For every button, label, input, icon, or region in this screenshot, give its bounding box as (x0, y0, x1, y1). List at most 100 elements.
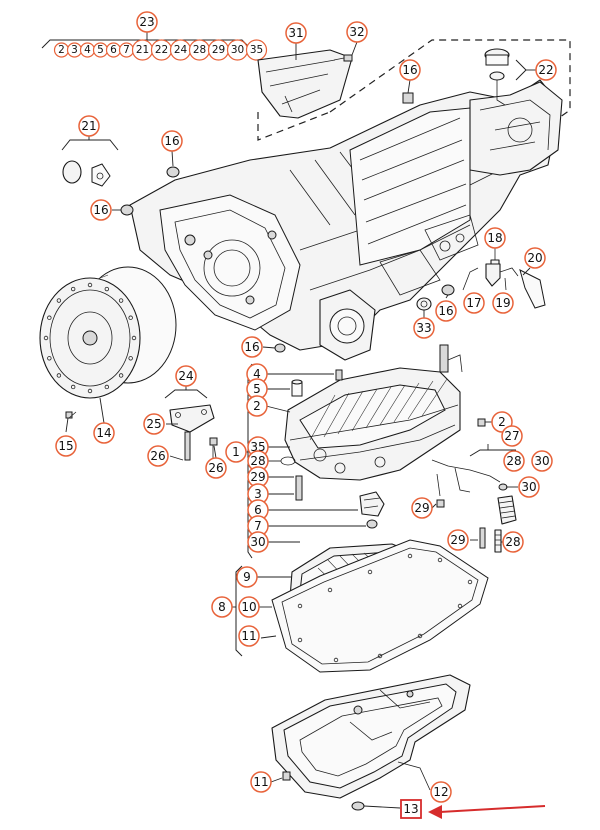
callout-30[interactable]: 30 (518, 476, 540, 498)
callout-16[interactable]: 16 (161, 130, 183, 152)
svg-text:30: 30 (521, 480, 536, 494)
svg-text:30: 30 (250, 535, 265, 549)
callout-1[interactable]: 1 (225, 441, 247, 463)
callout-26[interactable]: 26 (205, 457, 227, 479)
svg-text:5: 5 (253, 382, 261, 396)
flexplate-hole (87, 282, 93, 288)
valve-body-channel (323, 392, 350, 438)
group-23-part-label: 29 (212, 44, 225, 56)
svg-text:4: 4 (253, 367, 261, 381)
svg-text:29: 29 (450, 533, 465, 547)
callout-24[interactable]: 24 (175, 365, 197, 387)
svg-text:16: 16 (244, 340, 259, 354)
svg-text:28: 28 (505, 535, 520, 549)
callout-23[interactable]: 23 (136, 11, 158, 33)
callout-30[interactable]: 30 (247, 531, 269, 553)
svg-text:29: 29 (250, 470, 265, 484)
callout-12[interactable]: 12 (430, 781, 452, 803)
svg-text:2: 2 (498, 415, 506, 429)
callout-16[interactable]: 16 (241, 336, 263, 358)
callout-16[interactable]: 16 (90, 199, 112, 221)
callout-30[interactable]: 30 (531, 450, 553, 472)
callout-9[interactable]: 9 (236, 566, 258, 588)
callout-29[interactable]: 29 (447, 529, 469, 551)
callout-2[interactable]: 2 (246, 395, 268, 417)
svg-text:21: 21 (81, 119, 96, 133)
callout-16[interactable]: 16 (435, 300, 457, 322)
valve-body-channel (421, 378, 448, 417)
flexplate-hole (118, 298, 124, 303)
callout-17[interactable]: 17 (463, 292, 485, 314)
group-23-part-ring (245, 39, 268, 61)
callout-28[interactable]: 28 (247, 450, 269, 472)
callout-28[interactable]: 28 (503, 450, 525, 472)
svg-text:35: 35 (250, 440, 265, 454)
svg-text:14: 14 (96, 426, 111, 440)
svg-text:12: 12 (433, 785, 448, 799)
flexplate-hole (104, 384, 110, 390)
plug-16-top (402, 79, 414, 104)
highlight-arrow (428, 805, 546, 819)
svg-text:24: 24 (178, 369, 193, 383)
callout-27[interactable]: 27 (501, 425, 523, 447)
callout-11[interactable]: 11 (250, 771, 272, 793)
svg-text:17: 17 (466, 296, 481, 310)
svg-text:3: 3 (254, 487, 262, 501)
svg-text:2: 2 (253, 399, 261, 413)
callout-15[interactable]: 15 (55, 435, 77, 457)
bolt-15 (65, 411, 77, 433)
seal-21 (61, 135, 119, 187)
svg-text:8: 8 (218, 600, 226, 614)
callout-4[interactable]: 4 (246, 363, 268, 385)
svg-text:9: 9 (243, 570, 251, 584)
group-23-part-label: 28 (193, 44, 206, 56)
callout-22[interactable]: 22 (535, 59, 557, 81)
oil-pan (260, 635, 471, 811)
svg-text:20: 20 (527, 251, 542, 265)
callout-26[interactable]: 26 (147, 445, 169, 467)
callout-31[interactable]: 31 (285, 22, 307, 44)
sensor-assembly (416, 248, 546, 318)
svg-text:26: 26 (208, 461, 223, 475)
gasket-hole (333, 657, 339, 663)
callout-32[interactable]: 32 (346, 21, 368, 43)
svg-text:25: 25 (146, 417, 161, 431)
group-23-part-label: 7 (123, 44, 130, 56)
flexplate-hole (70, 286, 76, 292)
callout-16[interactable]: 16 (399, 59, 421, 81)
svg-text:18: 18 (487, 231, 502, 245)
callout-20[interactable]: 20 (524, 247, 546, 269)
callout-11[interactable]: 11 (238, 625, 260, 647)
svg-text:16: 16 (164, 134, 179, 148)
callout-8[interactable]: 8 (211, 596, 233, 618)
callout-33[interactable]: 33 (413, 317, 435, 339)
callout-19[interactable]: 19 (492, 292, 514, 314)
gasket-hole (407, 553, 413, 559)
callout-13-highlighted[interactable]: 13 (400, 799, 422, 819)
flexplate-hole (70, 384, 76, 390)
callout-28[interactable]: 28 (502, 531, 524, 553)
svg-text:16: 16 (438, 304, 453, 318)
gasket-hole (297, 637, 303, 643)
group-23-part-label: 21 (136, 44, 149, 56)
group-23-part-label: 5 (97, 44, 104, 56)
callout-14[interactable]: 14 (93, 422, 115, 444)
svg-text:15: 15 (58, 439, 73, 453)
callout-18[interactable]: 18 (484, 227, 506, 249)
svg-text:7: 7 (254, 519, 262, 533)
bellhousing-cover (257, 43, 353, 119)
callout-6[interactable]: 6 (247, 499, 269, 521)
valve-body-channel (365, 386, 392, 429)
gasket-hole (417, 633, 423, 639)
callout-21[interactable]: 21 (78, 115, 100, 137)
svg-text:10: 10 (241, 600, 256, 614)
callout-25[interactable]: 25 (143, 413, 165, 435)
valve-small-parts (266, 446, 385, 543)
bolt-32 (333, 41, 358, 62)
flexplate-hole (56, 298, 62, 303)
svg-text:29: 29 (414, 501, 429, 515)
callout-10[interactable]: 10 (238, 596, 260, 618)
callout-29[interactable]: 29 (411, 497, 433, 519)
